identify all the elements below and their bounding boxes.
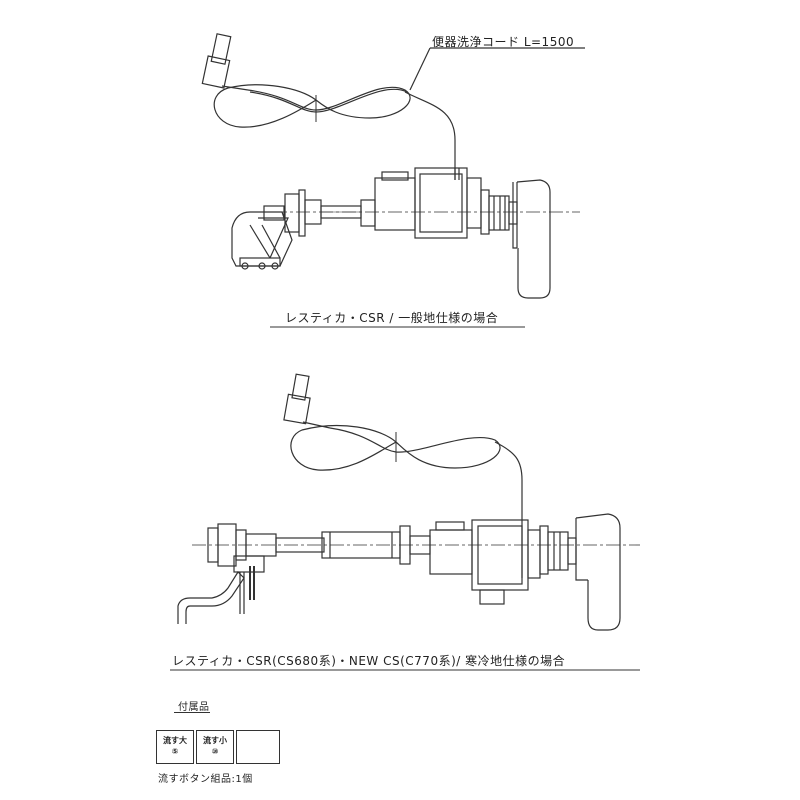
figure2-caption: レスティカ・CSR(CS680系)・NEW CS(C770系)/ 寒冷地仕様の場… — [172, 654, 566, 668]
fig1-cord — [213, 84, 456, 180]
cord-callout-label: 便器洗浄コード L=1500 — [432, 35, 575, 49]
fig2-coupling — [539, 525, 577, 575]
fig2-lever-handle — [575, 513, 621, 631]
flush-button-small: 流す小 ⑩ — [196, 730, 234, 764]
flush-button-large: 流す大 ⑤ — [156, 730, 194, 764]
flush-button-small-label: 流す小 — [203, 736, 227, 745]
blank-button-cell — [236, 730, 280, 764]
figure2-drawing — [177, 373, 640, 631]
fig1-shaft — [320, 199, 376, 227]
fig1-elbow — [231, 211, 293, 270]
fig1-valve-block — [374, 167, 482, 239]
figure1-caption: レスティカ・CSR / 一般地仕様の場合 — [285, 311, 499, 325]
figure1-drawing — [201, 33, 585, 299]
accessories-note: 流すボタン組品:1個 — [158, 774, 253, 785]
fig1-lever-handle — [512, 179, 551, 299]
accessories-heading-underline — [174, 712, 210, 713]
fig2-connector — [283, 373, 331, 429]
fig2-valve-block — [429, 519, 541, 605]
fig2-cord — [290, 424, 523, 578]
fig1-callout-leader — [409, 47, 585, 91]
flush-button-small-symbol: ⑩ — [211, 747, 219, 756]
fig2-left-bracket — [177, 523, 277, 624]
flush-button-large-symbol: ⑤ — [171, 747, 179, 756]
flush-button-large-label: 流す大 — [163, 736, 187, 745]
fig1-connector — [201, 33, 249, 91]
fig1-flange — [263, 189, 322, 237]
accessories-heading: 付属品 — [178, 702, 210, 713]
